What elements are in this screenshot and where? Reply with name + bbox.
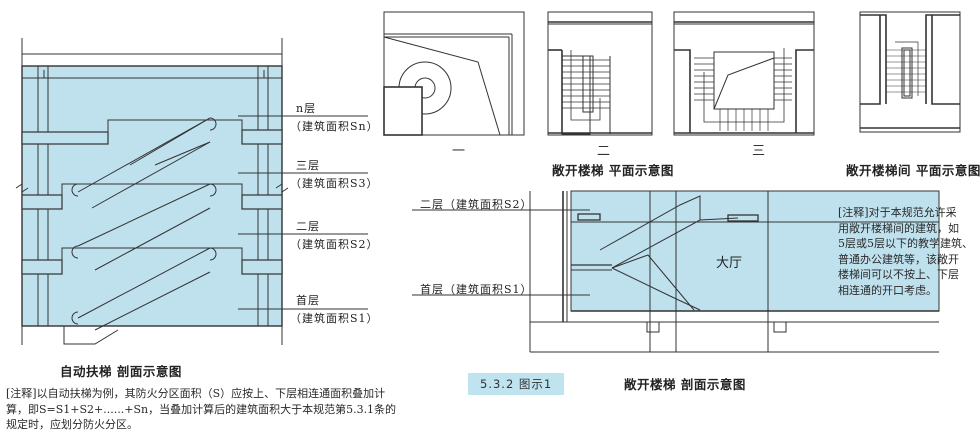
escalator-note-line: [注释]以自动扶梯为例，其防火分区面积（S）应按上、下层相连通面积叠加计: [6, 387, 386, 400]
plan-label-2: 二: [597, 144, 611, 159]
open-stairwell-plan-caption: 敞开楼梯间 平面示意图: [846, 163, 980, 178]
escalator-note-line: 规定时，应划分防火分区。: [6, 418, 138, 431]
escalator-section-caption: 自动扶梯 剖面示意图: [60, 364, 182, 379]
escalator-note-line: 算，即S=S1+S2+......+Sn，当叠加计算后的建筑面积大于本规范第5.…: [6, 402, 397, 416]
figure-badge: 5.3.2 图示1: [468, 373, 565, 395]
floor-label-3: 三层: [296, 159, 320, 172]
stairwell-note-line: 相连通的开口考虑。: [838, 283, 937, 297]
stairwell-note: [注释]对于本规范允许采 用敞开楼梯间的建筑，如 5层或5层以下的教学建筑、 普…: [838, 205, 978, 298]
plan-label-3: 三: [752, 144, 766, 159]
floor-label-2: 二层: [296, 220, 320, 233]
floor-area-3: （建筑面积S3）: [290, 177, 379, 190]
escalator-note: [注释]以自动扶梯为例，其防火分区面积（S）应按上、下层相连通面积叠加计 算，即…: [6, 386, 456, 433]
open-stair-plan-caption: 敞开楼梯 平面示意图: [552, 163, 674, 178]
hall-label: 大厅: [716, 256, 743, 271]
plan-label-1: 一: [452, 144, 466, 159]
stairwell-note-line: [注释]对于本规范允许采: [838, 206, 957, 219]
floor-area-n: （建筑面积Sn）: [290, 120, 379, 133]
floor-label-1: 首层: [296, 294, 320, 307]
stairwell-note-line: 普通办公建筑等，该敞开: [838, 252, 959, 266]
stairwell-note-line: 楼梯间可以不按上、下层: [838, 268, 959, 281]
stairwell-note-line: 用敞开楼梯间的建筑，如: [838, 221, 959, 235]
floor-label-n: n层: [296, 102, 317, 115]
open-stair-section-caption: 敞开楼梯 剖面示意图: [624, 377, 746, 392]
section-floor-label-2: 二层（建筑面积S2）: [420, 198, 533, 211]
section-floor-label-1: 首层（建筑面积S1）: [420, 283, 533, 296]
stairwell-note-line: 5层或5层以下的教学建筑、: [838, 237, 973, 250]
floor-area-2: （建筑面积S2）: [290, 238, 379, 251]
floor-area-1: （建筑面积S1）: [290, 312, 379, 325]
